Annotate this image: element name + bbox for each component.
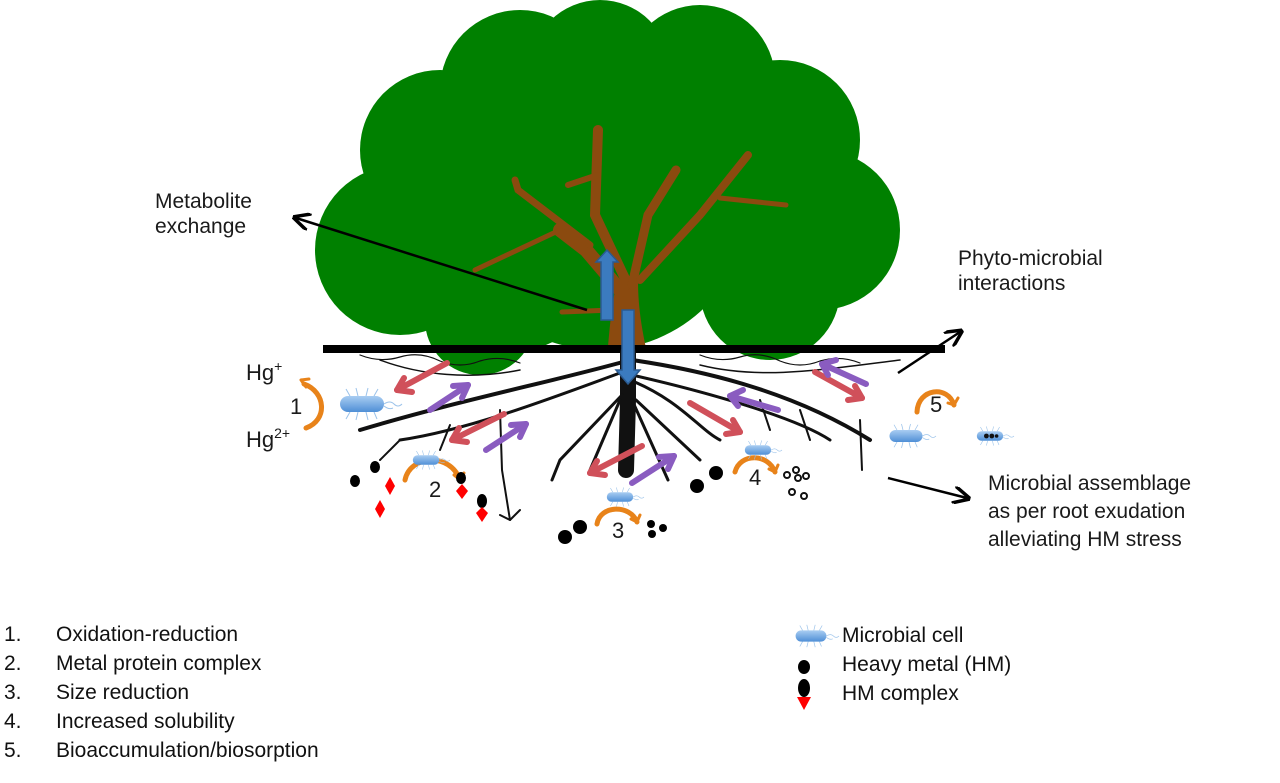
process-label: Increased solubility	[56, 710, 235, 733]
red-arrow	[587, 443, 645, 478]
process-number-1: 1	[290, 394, 303, 419]
phyto-callout-arrow	[897, 332, 960, 375]
hm-complex-particles	[375, 477, 488, 522]
red-arrow	[394, 360, 450, 395]
red-arrow	[812, 369, 865, 403]
purple-arrow	[427, 382, 471, 413]
upward-flow-arrow	[594, 248, 620, 321]
red-arrow	[687, 400, 743, 437]
metabolite-callout-arrow	[296, 218, 588, 312]
root-system	[358, 345, 901, 521]
process-index: 3.	[4, 681, 22, 704]
label-line: alleviating HM stress	[988, 528, 1182, 551]
arc-4	[732, 455, 778, 475]
arc-5	[914, 389, 957, 415]
process-index: 2.	[4, 652, 22, 675]
hg-2plus-label: Hg2+	[246, 425, 290, 453]
ion-symbol: Hg	[246, 427, 275, 452]
ion-charge: 2+	[274, 425, 291, 441]
legend-heavy-metal-icon	[798, 660, 810, 674]
label-line: Metabolite	[155, 190, 252, 213]
microbe-icon	[339, 387, 403, 421]
legend-label: Microbial cell	[842, 624, 964, 647]
label-line: Microbial assemblage	[988, 472, 1192, 495]
process-legend: 1. Oxidation-reduction 2. Metal protein co…	[4, 620, 319, 765]
process-label: Metal protein complex	[56, 652, 262, 675]
symbol-legend: Microbial cell Heavy metal (HM) HM compl…	[780, 621, 1011, 708]
microbe-icon	[606, 487, 645, 507]
process-item: 5. Bioaccumulation/biosorption	[4, 736, 319, 765]
process-label: Bioaccumulation/biosorption	[56, 739, 319, 762]
label-line: Phyto-microbial	[958, 247, 1103, 270]
hg-plus-label: Hg+	[246, 358, 282, 386]
process-item: 1. Oxidation-reduction	[4, 620, 319, 649]
purple-arrow	[727, 387, 781, 413]
soluble-metal-particles	[783, 466, 810, 500]
purple-arrow	[819, 357, 869, 387]
process-label: Oxidation-reduction	[56, 623, 239, 646]
metabolite-exchange-label: Metabolite exchange	[155, 189, 252, 239]
legend-label: HM complex	[842, 682, 959, 705]
process-index: 4.	[4, 710, 22, 733]
process-index: 1.	[4, 623, 22, 646]
process-number-3: 3	[612, 518, 625, 543]
assemblage-callout-arrow	[887, 476, 967, 498]
microbe-icon	[889, 423, 937, 449]
legend-item: Microbial cell	[780, 621, 1011, 650]
ion-charge: +	[274, 358, 283, 374]
downward-flow-arrow	[614, 309, 642, 386]
microbial-assemblage-label: Microbial assemblage as per root exudati…	[988, 470, 1191, 554]
label-line: as per root exudation	[988, 500, 1186, 523]
exchange-arrows	[394, 357, 869, 486]
process-index: 5.	[4, 739, 22, 762]
process-item: 3. Size reduction	[4, 678, 319, 707]
process-label: Size reduction	[56, 681, 190, 704]
process-item: 4. Increased solubility	[4, 707, 319, 736]
heavy-metal-particles	[350, 461, 723, 544]
purple-arrow	[483, 421, 529, 453]
legend-item: HM complex	[780, 679, 1011, 708]
label-line: exchange	[155, 215, 247, 238]
legend-item: Heavy metal (HM)	[780, 650, 1011, 679]
legend-hm-complex-icon	[797, 679, 811, 710]
ion-symbol: Hg	[246, 360, 275, 385]
arc-1	[301, 381, 324, 431]
arc-3	[594, 506, 640, 527]
microbe-icon	[412, 450, 451, 470]
process-number-4: 4	[749, 465, 762, 490]
microbe-with-metal-icon	[976, 426, 1015, 446]
process-item: 2. Metal protein complex	[4, 649, 319, 678]
purple-arrow	[629, 453, 677, 486]
legend-label: Heavy metal (HM)	[842, 653, 1012, 676]
process-number-2: 2	[429, 477, 442, 502]
phyto-microbial-label: Phyto-microbial interactions	[958, 246, 1103, 296]
label-line: interactions	[958, 272, 1066, 295]
process-number-5: 5	[930, 392, 943, 417]
red-arrow	[449, 411, 507, 445]
